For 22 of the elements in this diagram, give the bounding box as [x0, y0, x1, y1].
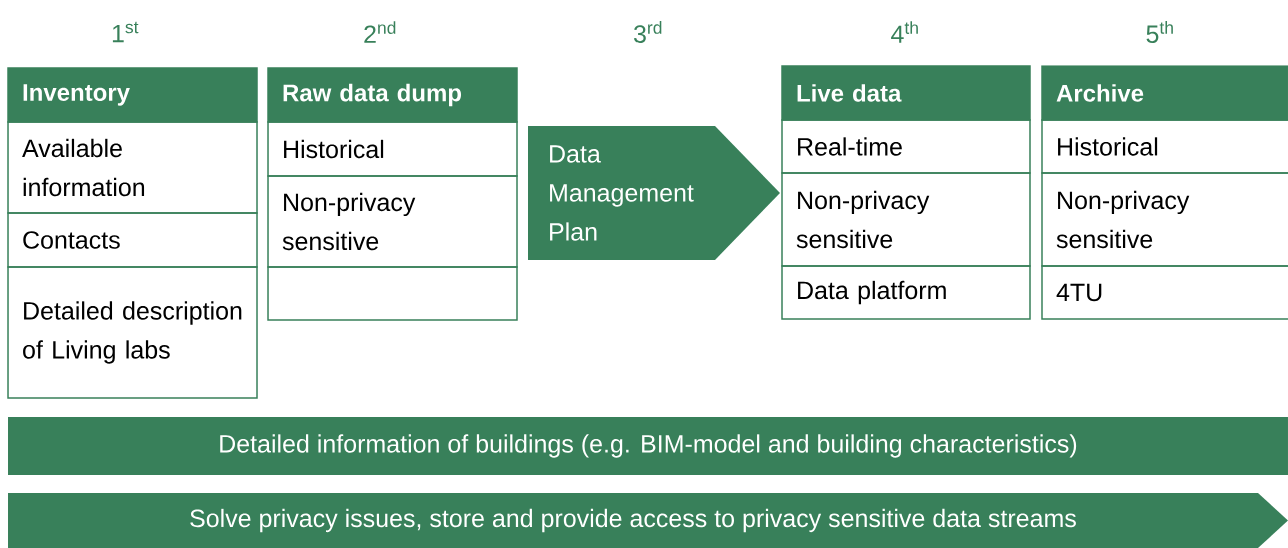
table-cell: Non-privacy sensitive [1041, 172, 1288, 267]
table-cell: Historical [1041, 119, 1288, 174]
column-header: Inventory [7, 67, 258, 123]
table-cell: Historical [267, 121, 518, 177]
table-cell: Real-time [781, 119, 1031, 174]
table-cell: Available information [7, 121, 258, 214]
table-cell: Data platform [781, 265, 1031, 320]
step-number: 5$^{th}$ [1146, 21, 1173, 43]
banner: Detailed information of buildings (e.g. BIM-model and building characteristics) [8, 417, 1288, 475]
column-header: Live data [781, 65, 1031, 121]
column-header: Archive [1041, 65, 1288, 121]
table-cell: Non-privacy sensitive [267, 175, 518, 268]
table-cell: 4TU [1041, 265, 1288, 320]
table-cell: Contacts [7, 212, 258, 268]
step-number: 3$^{rd}$ [634, 21, 662, 43]
step-number: 4$^{th}$ [891, 21, 918, 43]
column-header: Raw data dump [267, 67, 518, 123]
table-cell: Non-privacy sensitive [781, 172, 1031, 267]
step-number: 1$^{st}$ [112, 21, 139, 43]
step-number: 2$^{nd}$ [364, 21, 396, 43]
table-cell: Detailed description of Living labs [7, 266, 258, 399]
table-cell [267, 266, 518, 321]
